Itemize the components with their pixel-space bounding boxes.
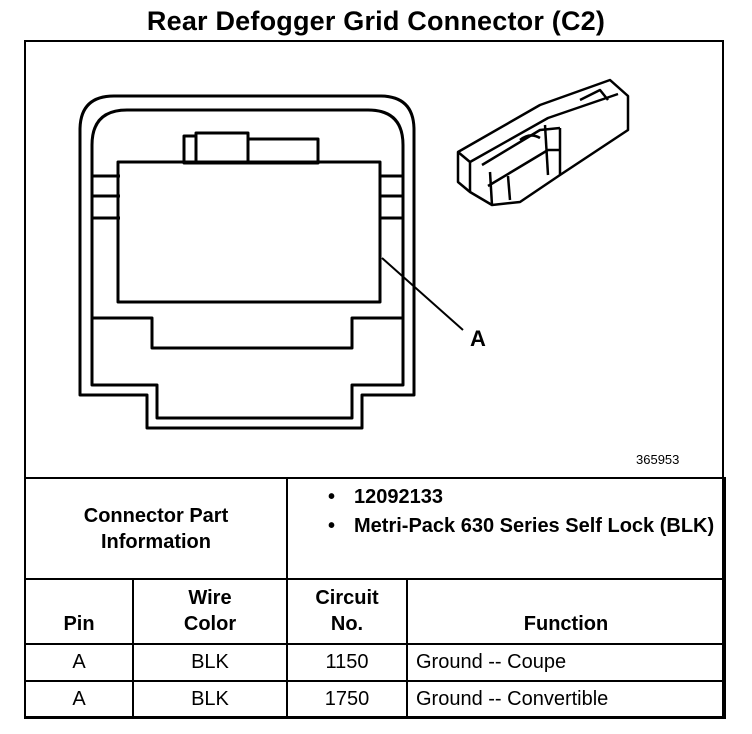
wire-color-cell: BLK (132, 680, 288, 719)
bullet: • (328, 486, 336, 508)
part-info-row: Connector Part Information • 12092133 • … (24, 477, 727, 580)
part-info-label-line1: Connector Part (83, 504, 229, 527)
connector-drawing (78, 78, 630, 430)
connector-series-item: • Metri-Pack 630 Series Self Lock (BLK) (328, 512, 724, 541)
circuit-cell: 1150 (286, 643, 408, 682)
part-info-values: • 12092133 • Metri-Pack 630 Series Self … (285, 477, 727, 580)
connector-housing-outline (78, 94, 416, 430)
function-cell: Ground -- Convertible (405, 680, 727, 719)
terminal-cavity-a (116, 160, 382, 304)
figure-number: 365953 (636, 452, 680, 467)
circuit-cell: 1750 (286, 680, 408, 719)
connector-inner-wall (90, 108, 405, 420)
pin-cell: A (24, 643, 134, 682)
part-number: 12092133 (354, 486, 443, 508)
diagram-title: Rear Defogger Grid Connector (C2) (146, 6, 606, 36)
header-circuit-no: Circuit No. (286, 578, 408, 645)
header-function: Function (405, 578, 727, 645)
part-info-label-line2: Information (101, 530, 211, 553)
part-number-item: • 12092133 (328, 483, 724, 512)
header-pin: Pin (24, 578, 134, 645)
pin-cell: A (24, 680, 134, 719)
table-row: A BLK 1750 Ground -- Convertible (24, 680, 727, 719)
terminal-cavity-shroud (90, 300, 405, 350)
table-header-row: Pin Wire Color Circuit No. Function (24, 578, 727, 645)
table-row: A BLK 1150 Ground -- Coupe (24, 643, 727, 682)
callout-leader (381, 257, 464, 331)
connector-series: Metri-Pack 630 Series Self Lock (BLK) (354, 515, 715, 537)
latch-tab-left (182, 134, 198, 165)
connector-3d-view (456, 78, 630, 207)
bullet: • (328, 515, 336, 537)
callout-label-a: A (470, 326, 486, 351)
connector-info-table: Connector Part Information • 12092133 • … (24, 477, 727, 719)
latch-tab-center (194, 131, 250, 165)
wire-color-cell: BLK (132, 643, 288, 682)
part-info-label: Connector Part Information (24, 477, 288, 580)
latch-tab-right (246, 137, 320, 165)
function-cell: Ground -- Coupe (405, 643, 727, 682)
header-wire-color: Wire Color (132, 578, 288, 645)
